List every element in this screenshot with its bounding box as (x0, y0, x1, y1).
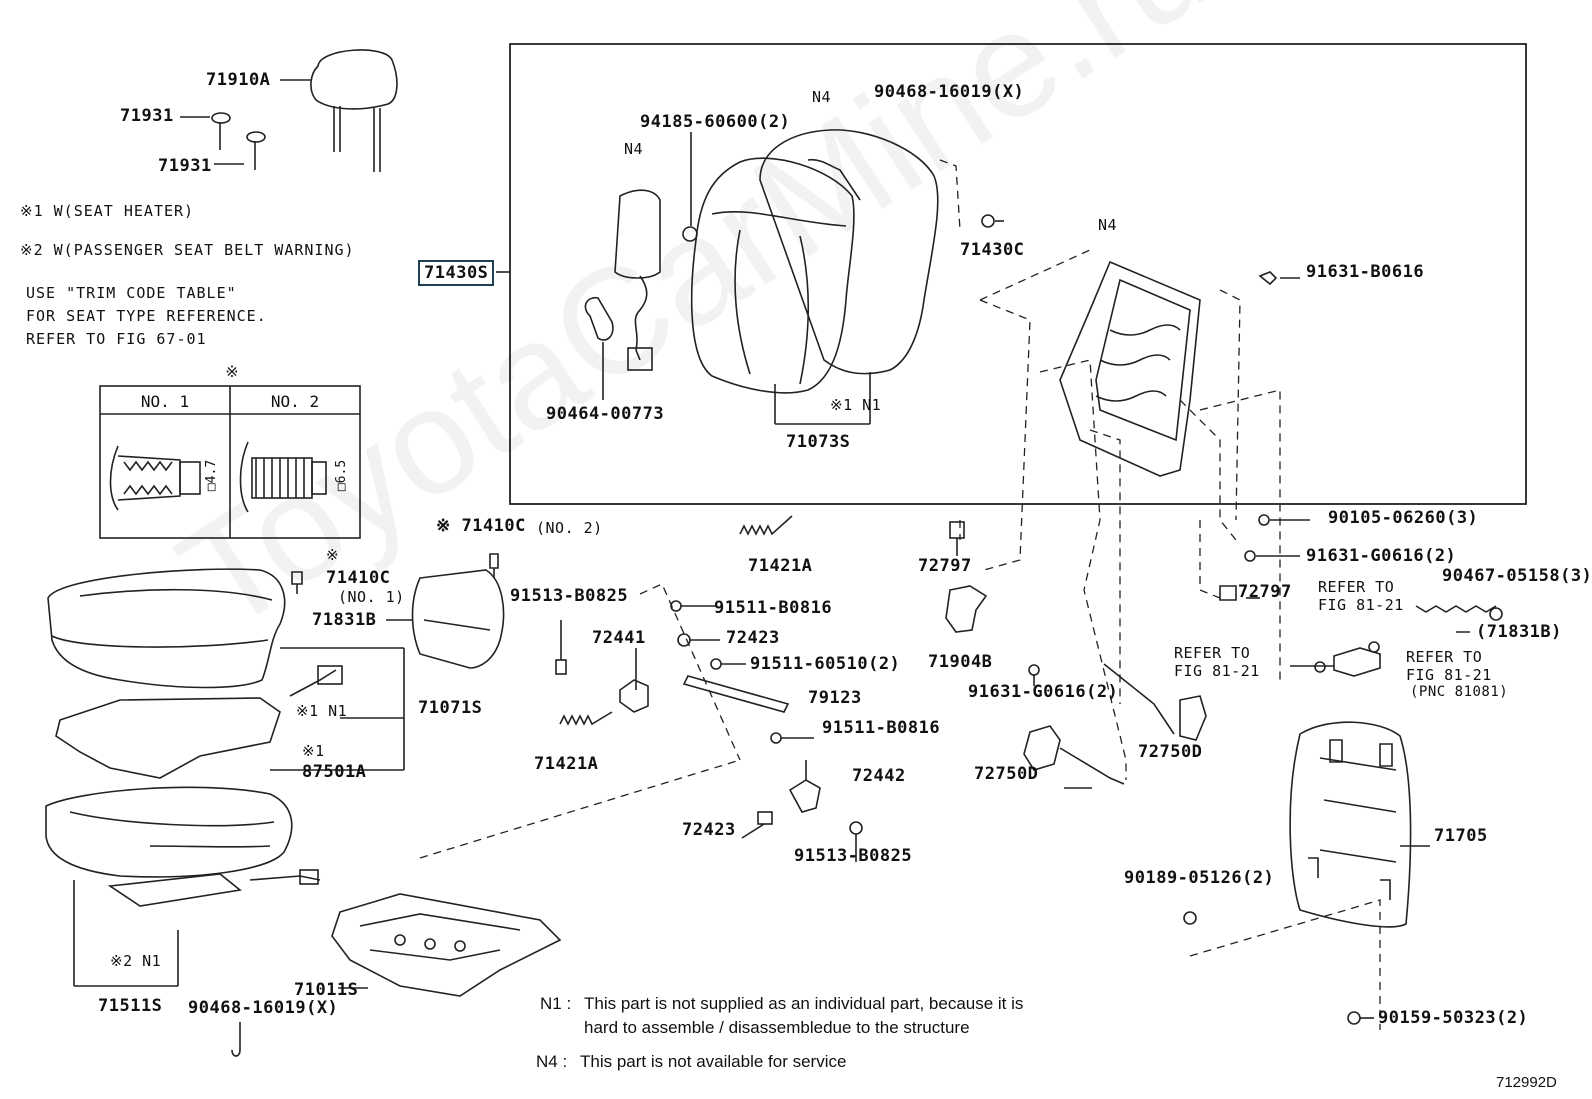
footnote-n1-line1: This part is not supplied as an individu… (584, 994, 1024, 1013)
part-label: 91513-B0825 (510, 586, 629, 606)
part-label-assembly: 71430S (418, 260, 495, 286)
refer-note: REFER TO (1174, 644, 1251, 662)
clip-table-grid (99, 385, 361, 539)
part-label: 71421A (748, 556, 813, 576)
part-label: 90159-50323(2) (1378, 1008, 1529, 1028)
part-label: 71071S (418, 698, 483, 718)
refer-note: FIG 81-21 (1406, 666, 1492, 684)
part-label: 94185-60600(2) (640, 112, 791, 132)
part-label: 72441 (592, 628, 646, 648)
note-belt-warning: ※2 W(PASSENGER SEAT BELT WARNING) (20, 241, 355, 259)
part-label: 71410C (326, 568, 391, 588)
part-label: 72797 (918, 556, 972, 576)
mark-symbol: ※ (326, 546, 340, 564)
part-label: 72423 (726, 628, 780, 648)
refer-note: FIG 81-21 (1318, 596, 1404, 614)
part-label: 87501A (302, 762, 367, 782)
part-label: 72797 (1238, 582, 1292, 602)
part-qualifier: (NO. 1) (338, 588, 405, 606)
part-label: 90468-16019(X) (188, 998, 339, 1018)
part-label: 71931 (120, 106, 174, 126)
clip-table-dim-no2: □6.5 (334, 459, 350, 492)
part-label: 91631-B0616 (1306, 262, 1425, 282)
part-label: 91511-B0816 (714, 598, 833, 618)
clip-table-col-no1: NO. 1 (140, 392, 190, 411)
n4-marker: N4 (812, 88, 832, 106)
part-label: 90467-05158(3) (1442, 566, 1592, 586)
part-label: 90105-06260(3) (1328, 508, 1479, 528)
diagram-id: 712992D (1496, 1074, 1557, 1091)
latch-drawing (945, 514, 1310, 789)
part-label: 91631-G0616(2) (1306, 546, 1457, 566)
part-label: 90464-00773 (546, 404, 665, 424)
part-label: 71511S (98, 996, 163, 1016)
part-label: 71011S (294, 980, 359, 1000)
part-label: 72442 (852, 766, 906, 786)
part-label: 91511-B0816 (822, 718, 941, 738)
n4-marker: N4 (1098, 216, 1118, 234)
seat-cushion-frame-drawing (231, 893, 562, 1057)
seat-cushion-cover-drawing (47, 568, 286, 689)
footnote-n4-key: N4 : (536, 1052, 568, 1071)
seatback-cover-drawing (690, 129, 939, 425)
clip-table-dim-no1: □4.7 (204, 459, 220, 492)
part-label: 71910A (206, 70, 271, 90)
n4-marker: N4 (624, 140, 644, 158)
part-label: 90189-05126(2) (1124, 868, 1275, 888)
footnote-n1-key: N1 : (540, 994, 572, 1013)
part-label: 71705 (1434, 826, 1488, 846)
n2-marker: ※2 N1 (110, 952, 162, 970)
footnote-n1-line2: hard to assemble / disassembledue to the… (584, 1018, 970, 1037)
part-label: 72750D (974, 764, 1039, 784)
seatback-assembly-box (509, 43, 1527, 505)
back-board-drawing (1183, 605, 1503, 1025)
n1-marker: ※1 N1 (296, 702, 348, 720)
part-label: 91511-60510(2) (750, 654, 901, 674)
seat-cushion-pad-drawing (45, 786, 321, 987)
part-label: 72750D (1138, 742, 1203, 762)
part-label: 79123 (808, 688, 862, 708)
side-cover-drawing (291, 553, 505, 669)
part-label: 71831B (312, 610, 377, 630)
part-label: 71931 (158, 156, 212, 176)
part-label: 91631-G0616(2) (968, 682, 1119, 702)
clip-table-mark: ※ (225, 362, 239, 381)
dashed-leaders (419, 159, 1381, 1030)
note-trim-2: FOR SEAT TYPE REFERENCE. (26, 307, 267, 325)
note-seat-heater: ※1 W(SEAT HEATER) (20, 202, 195, 220)
part-qualifier: (NO. 2) (536, 519, 603, 537)
part-label: ※ 71410C (436, 516, 526, 536)
n1-marker: ※1 N1 (830, 396, 882, 414)
part-label: 71904B (928, 652, 993, 672)
note-trim-3: REFER TO FIG 67-01 (26, 330, 207, 348)
part-label: 91513-B0825 (794, 846, 913, 866)
refer-note: REFER TO (1318, 578, 1395, 596)
footnote-n4-line1: This part is not available for service (580, 1052, 847, 1071)
seatback-frame-drawing (981, 214, 1300, 477)
part-label: 71073S (786, 432, 851, 452)
note-trim-1: USE "TRIM CODE TABLE" (26, 284, 237, 302)
refer-note: REFER TO (1406, 648, 1483, 666)
seat-heater-drawing (55, 647, 405, 779)
part-label: (71831B) (1476, 622, 1562, 642)
part-label: 71430C (960, 240, 1025, 260)
part-label: 72423 (682, 820, 736, 840)
part-label: 71421A (534, 754, 599, 774)
headrest-drawing (180, 49, 398, 172)
recliner-drawing (555, 515, 863, 862)
mark-symbol: ※1 (302, 742, 325, 760)
part-label: 90468-16019(X) (874, 82, 1025, 102)
clip-table-col-no2: NO. 2 (270, 392, 320, 411)
side-airbag-drawing (584, 132, 698, 400)
pnc-note: (PNC 81081) (1410, 684, 1509, 700)
refer-note: FIG 81-21 (1174, 662, 1260, 680)
